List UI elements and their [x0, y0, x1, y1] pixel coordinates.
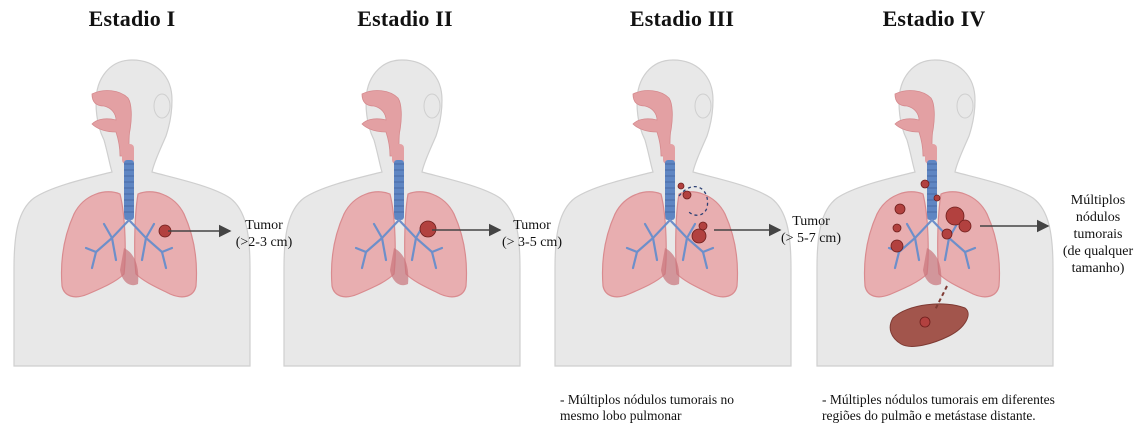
note-line: mesmo lobo pulmonar: [560, 408, 734, 424]
stage-3-note: - Múltiplos nódulos tumorais no mesmo lo…: [560, 392, 734, 424]
tumor-label-stage-4: Múltiplos nódulos tumorais (de qualquer …: [1052, 192, 1144, 277]
stage-4-note: - Múltiples nódulos tumorais em diferent…: [822, 392, 1055, 424]
tumor-label-line: tumorais: [1052, 226, 1144, 243]
note-line: - Múltiplos nódulos tumorais no: [560, 392, 734, 408]
tumor-label-line: Tumor: [492, 217, 572, 234]
tumor-size-line: (> 3-5 cm): [492, 234, 572, 251]
tumor-label-stage-2: Tumor (> 3-5 cm): [492, 217, 572, 251]
tumor-label-stage-3: Tumor (> 5-7 cm): [772, 213, 850, 247]
tumor-label-line: tamanho): [1052, 260, 1144, 277]
tumor-label-line: Tumor: [772, 213, 850, 230]
tumor-label-line: Tumor: [228, 217, 300, 234]
tumor-label-line: Múltiplos nódulos: [1052, 192, 1144, 226]
tumor-label-line: (de qualquer: [1052, 243, 1144, 260]
note-line: - Múltiples nódulos tumorais em diferent…: [822, 392, 1055, 408]
tumor-size-line: (>2-3 cm): [228, 234, 300, 251]
note-line: regiões do pulmão e metástase distante.: [822, 408, 1055, 424]
tumor-label-stage-1: Tumor (>2-3 cm): [228, 217, 300, 251]
tumor-size-line: (> 5-7 cm): [772, 230, 850, 247]
